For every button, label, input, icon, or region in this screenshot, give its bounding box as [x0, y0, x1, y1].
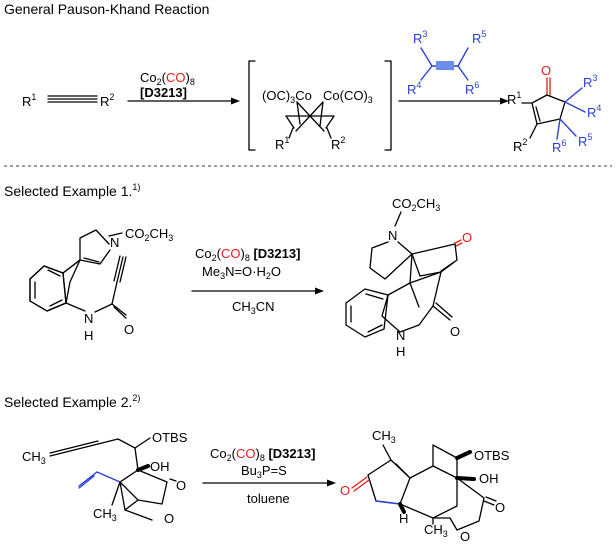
svg-text:R3: R3 — [583, 73, 597, 90]
svg-text:Co2(CO)8 [D3213]: Co2(CO)8 [D3213] — [210, 446, 315, 463]
svg-text:RR3: RR3 — [413, 29, 427, 46]
header-title: General Pauson-Khand Reaction — [4, 1, 209, 17]
svg-text:toluene: toluene — [247, 491, 290, 506]
svg-text:CH3: CH3 — [372, 428, 396, 445]
svg-text:R2: R2 — [100, 92, 114, 109]
svg-text:R2: R2 — [331, 135, 345, 152]
svg-text:H: H — [396, 344, 405, 359]
svg-text:OH: OH — [150, 459, 170, 474]
svg-text:CH3: CH3 — [424, 522, 448, 539]
svg-text:R5: R5 — [472, 29, 486, 46]
svg-text:OTBS: OTBS — [152, 430, 188, 445]
svg-text:O: O — [495, 500, 505, 515]
svg-text:O: O — [462, 230, 472, 245]
svg-text:R1: R1 — [275, 135, 289, 152]
svg-text:N: N — [388, 228, 397, 243]
example1-title: Selected Example 1.1) — [4, 182, 140, 199]
svg-text:Me3N=O·H2O: Me3N=O·H2O — [202, 264, 281, 281]
svg-text:R5: R5 — [578, 132, 592, 149]
svg-text:R1: R1 — [507, 90, 521, 107]
svg-text:R1: R1 — [22, 92, 36, 109]
svg-text:(OC)3Co: (OC)3Co — [262, 88, 312, 105]
svg-text:OTBS: OTBS — [474, 448, 510, 463]
svg-text:H: H — [84, 328, 93, 343]
reagent-cobalt-carbonyl: Co2(CO)8 [D3213] — [140, 70, 195, 100]
svg-text:R6: R6 — [552, 138, 566, 155]
arrow-2 — [398, 97, 509, 105]
svg-text:O: O — [541, 63, 551, 78]
cyclopentenone-product: O R1 R2 R3 R4 R5 R6 — [507, 63, 601, 155]
svg-text:[D3213]: [D3213] — [140, 85, 187, 100]
svg-text:O: O — [450, 324, 460, 339]
svg-text:R6: R6 — [465, 80, 479, 97]
svg-text:R4: R4 — [587, 103, 601, 120]
svg-text:CH3: CH3 — [22, 449, 46, 466]
cobalt-complex: (OC)3Co Co(CO)3 R1 R2 — [248, 60, 392, 152]
svg-text:R4: R4 — [407, 80, 421, 97]
svg-text:OH: OH — [479, 471, 499, 486]
alkene-reagent: RR3 R5 R4 R6 — [407, 29, 486, 97]
example1-conditions: Co2(CO)8 [D3213] Me3N=O·H2O CH3CN — [191, 246, 324, 316]
example2-product: CH3 O OTBS OH O O CH3 H — [340, 428, 510, 544]
svg-text:Co2(CO)8 [D3213]: Co2(CO)8 [D3213] — [195, 246, 300, 263]
svg-text:O: O — [176, 478, 186, 493]
alkyne-reactant: R1 R2 — [22, 92, 114, 109]
svg-text:CO2CH3: CO2CH3 — [392, 196, 440, 213]
svg-text:N: N — [110, 235, 119, 250]
svg-text:O: O — [460, 529, 470, 544]
example2-conditions: Co2(CO)8 [D3213] Bu3P=S toluene — [202, 446, 336, 506]
svg-text:Co(CO)3: Co(CO)3 — [323, 88, 373, 105]
svg-text:CO2CH3: CO2CH3 — [125, 226, 173, 243]
svg-text:CH3CN: CH3CN — [232, 299, 275, 316]
svg-text:H: H — [399, 511, 408, 526]
svg-text:N: N — [84, 311, 93, 326]
svg-text:O: O — [340, 483, 350, 498]
svg-text:Bu3P=S: Bu3P=S — [241, 463, 287, 480]
svg-text:Co2(CO)8: Co2(CO)8 — [140, 70, 195, 87]
svg-text:O: O — [164, 511, 174, 526]
arrow-1 — [127, 97, 240, 105]
svg-text:N: N — [396, 328, 405, 343]
example1-substrate: CO2CH3 N N H O — [29, 226, 173, 343]
example2-title: Selected Example 2.2) — [4, 393, 140, 410]
example1-product: CO2CH3 N O N H O — [345, 196, 472, 359]
svg-text:O: O — [124, 322, 134, 337]
svg-text:R2: R2 — [513, 137, 527, 154]
example2-substrate: CH3 OTBS OH O O CH3 — [22, 430, 188, 526]
svg-text:CH3: CH3 — [93, 506, 117, 523]
